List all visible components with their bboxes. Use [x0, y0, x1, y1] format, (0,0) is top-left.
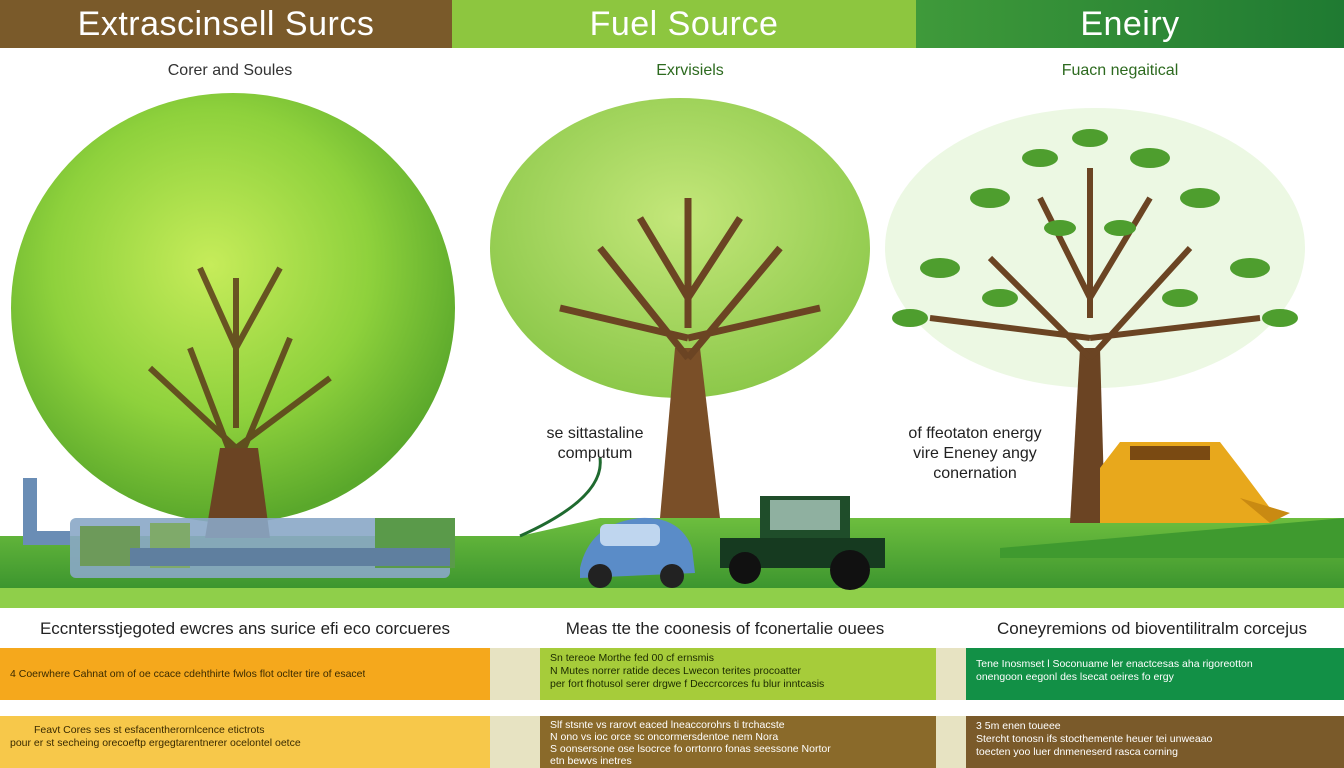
- info-bar-row1-center: Sn tereoe Morthe fed 00 cf ernsmis N Mut…: [540, 648, 936, 700]
- info-bar-line: Tene Inosmset l Soconuame ler enactcesas…: [976, 658, 1253, 670]
- info-bar-line: onengoon eegonl des lsecat oeires fo erg…: [976, 671, 1174, 683]
- info-bar-line: 4 Coerwhere Cahnat om of oe ccace cdehth…: [10, 667, 366, 680]
- header-left: Extrascinsell Surcs: [0, 0, 452, 48]
- subtitle-center: Exrvisiels: [656, 62, 724, 79]
- yellow-machine-icon: [1100, 442, 1290, 523]
- illustration-scene: [0, 93, 1344, 608]
- info-bar-line: N Mutes norrer ratide deces Lwecon terit…: [550, 665, 801, 677]
- bar-separator: [490, 716, 540, 768]
- header-left-title: Extrascinsell Surcs: [77, 4, 375, 43]
- left-tree-illustration: [11, 93, 455, 538]
- annotation-right-line: vire Eneney angy: [913, 445, 1037, 462]
- car-icon: [580, 517, 695, 588]
- info-bar-line: 3 5m enen toueee: [976, 720, 1061, 732]
- caption-left: Eccntersstjegoted ewcres ans surice efi …: [0, 612, 490, 646]
- info-bar-row2-left: Feavt Cores ses st esfacentherornlcence …: [0, 716, 490, 768]
- header-center-title: Fuel Source: [589, 4, 779, 43]
- info-bar-row1-left: 4 Coerwhere Cahnat om of oe ccace cdehth…: [0, 648, 490, 700]
- caption-right: Coneyremions od bioventilitralm corcejus: [960, 612, 1344, 646]
- annotation-right-line: conernation: [933, 465, 1017, 482]
- info-bar-line: per fort fhotusol serer drgwe f Deccrcor…: [550, 678, 825, 690]
- annotation-center: se sittastaline computum: [520, 424, 670, 464]
- annotation-right: of ffeotaton energy vire Eneney angy con…: [880, 424, 1070, 484]
- info-bar-row2-center: Slf stsnte vs rarovt eaced lneaccorohrs …: [540, 716, 936, 768]
- info-bar-row1-right: Tene Inosmset l Soconuame ler enactcesas…: [966, 648, 1344, 700]
- bar-separator: [936, 648, 966, 700]
- caption-center: Meas tte the coonesis of fconertalie oue…: [500, 612, 950, 646]
- annotation-center-line: computum: [557, 445, 633, 462]
- bar-separator: [936, 716, 966, 768]
- info-bar-line: etn bewvs inetres: [550, 755, 632, 767]
- row-spacer: [0, 700, 1344, 716]
- header-center: Fuel Source: [452, 0, 916, 48]
- header-right-title: Eneiry: [1080, 4, 1180, 43]
- subtitle-right: Fuacn negaitical: [1061, 62, 1179, 79]
- info-bar-line: Sn tereoe Morthe fed 00 cf ernsmis: [550, 652, 714, 664]
- right-tree-illustration: [885, 108, 1305, 523]
- tractor-icon: [720, 496, 885, 590]
- info-bar-line: toecten yoo luer dnmeneserd rasca cornin…: [976, 746, 1178, 758]
- info-bar-line: Slf stsnte vs rarovt eaced lneaccorohrs …: [550, 719, 785, 731]
- subtitle-left: Corer and Soules: [167, 62, 293, 79]
- header-right: Eneiry: [916, 0, 1344, 48]
- bar-separator: [490, 648, 540, 700]
- annotation-right-line: of ffeotaton energy: [908, 425, 1042, 442]
- annotation-center-line: se sittastaline: [546, 425, 644, 442]
- center-tree-illustration: [490, 98, 870, 518]
- pointer-curve: [519, 457, 602, 538]
- info-bar-line: pour er st secheing orecoeftp ergegtaren…: [10, 737, 301, 749]
- pipeline-machinery: [23, 478, 455, 578]
- info-bar-line: S oonsersone ose lsocrce fo orrtonro fon…: [550, 743, 831, 755]
- info-bar-line: N ono vs ioc orce sc oncormersdentoe nem…: [550, 731, 779, 743]
- grass-strip: [1000, 518, 1344, 558]
- info-bar-line: Feavt Cores ses st esfacentherornlcence …: [34, 724, 265, 736]
- info-bar-line: Stercht tonosn ifs stocthemente heuer te…: [976, 733, 1213, 745]
- info-bar-row2-right: 3 5m enen toueee Stercht tonosn ifs stoc…: [966, 716, 1344, 768]
